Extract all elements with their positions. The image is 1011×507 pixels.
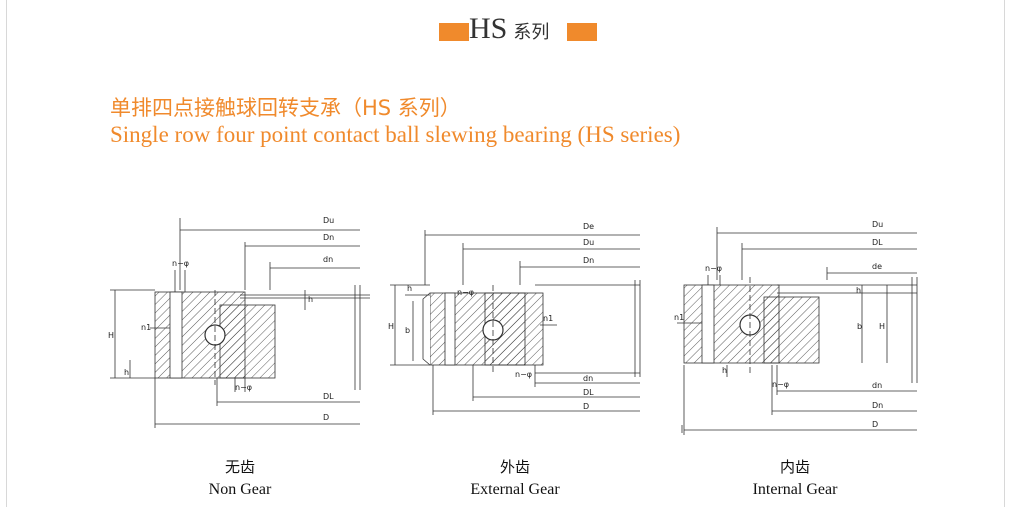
- diagram3-label-d: D: [872, 420, 878, 429]
- caption-external-gear-en: External Gear: [470, 481, 560, 498]
- diagram3-label-de: de: [872, 262, 882, 271]
- diagram1-label-dl: DL: [323, 392, 334, 401]
- caption-external-gear-cn: 外齿: [499, 458, 530, 476]
- diagram-internal-gear: Du DL de n−φ h n1 b H h n−φ dn Dn D: [674, 220, 918, 435]
- header-bar-right: [567, 23, 597, 41]
- diagram3-label-dn-upper: Dn: [872, 401, 883, 410]
- diagram2-label-H: H: [388, 322, 394, 331]
- diagram3-label-dn: dn: [872, 381, 882, 390]
- subtitle-chinese: 单排四点接触球回转支承（HS 系列）: [110, 96, 461, 120]
- diagram2-label-n1: n1: [543, 314, 553, 323]
- diagram3-label-dl: DL: [872, 238, 883, 247]
- diagram1-label-d: D: [323, 413, 329, 422]
- diagram1-label-h-bottom: h: [124, 368, 129, 377]
- right-page-border: [1004, 0, 1005, 507]
- caption-non-gear-cn: 无齿: [224, 458, 255, 476]
- diagram1-label-dn-upper: Dn: [323, 233, 334, 242]
- diagram1-label-dn-lower: dn: [323, 255, 333, 264]
- diagram3-label-H: H: [879, 322, 885, 331]
- diagram-external-gear: De Du Dn h n−φ H b n1 n−φ dn DL D: [388, 222, 641, 415]
- diagram3-label-n1: n1: [674, 313, 684, 322]
- caption-internal-gear: 内齿 Internal Gear: [735, 458, 855, 500]
- diagram1-label-n-phi-bottom: n−φ: [235, 383, 252, 392]
- series-suffix: 系列: [513, 22, 550, 43]
- diagram1-label-H: H: [108, 331, 114, 340]
- caption-internal-gear-cn: 内齿: [779, 458, 810, 476]
- series-code: HS: [469, 12, 508, 45]
- diagram2-label-dl: DL: [583, 388, 594, 397]
- subtitle-english: Single row four point contact ball slewi…: [110, 122, 681, 147]
- header-bar-left: [439, 23, 469, 41]
- diagram3-label-du: Du: [872, 220, 883, 229]
- diagram2-label-de: De: [583, 222, 594, 231]
- diagram-non-gear: Du Dn dn n−φ h H n1 h n−φ DL D: [108, 216, 370, 428]
- diagram3-label-b: b: [857, 322, 862, 331]
- diagram2-label-h: h: [407, 284, 412, 293]
- diagram3-label-h-bottom: h: [722, 366, 727, 375]
- diagram2-label-dn-lower: dn: [583, 374, 593, 383]
- diagram1-label-h: h: [308, 295, 313, 304]
- diagram3-label-n-phi: n−φ: [705, 264, 722, 273]
- diagram3-label-h: h: [856, 286, 861, 295]
- diagram1-label-du: Du: [323, 216, 334, 225]
- caption-non-gear: 无齿 Non Gear: [180, 458, 300, 500]
- left-page-border: [6, 0, 7, 507]
- diagram3-label-n-phi-bottom: n−φ: [772, 380, 789, 389]
- diagram2-label-d: D: [583, 402, 589, 411]
- diagram1-label-n1: n1: [141, 323, 151, 332]
- diagram2-label-n-phi: n−φ: [457, 288, 474, 297]
- caption-external-gear: 外齿 External Gear: [455, 458, 575, 500]
- diagram1-label-n-phi-top: n−φ: [172, 259, 189, 268]
- diagram2-label-b: b: [405, 326, 410, 335]
- diagram2-label-n-phi-bottom: n−φ: [515, 370, 532, 379]
- diagram2-label-du: Du: [583, 238, 594, 247]
- caption-non-gear-en: Non Gear: [208, 481, 272, 498]
- diagram2-label-dn: Dn: [583, 256, 594, 265]
- caption-internal-gear-en: Internal Gear: [752, 481, 838, 498]
